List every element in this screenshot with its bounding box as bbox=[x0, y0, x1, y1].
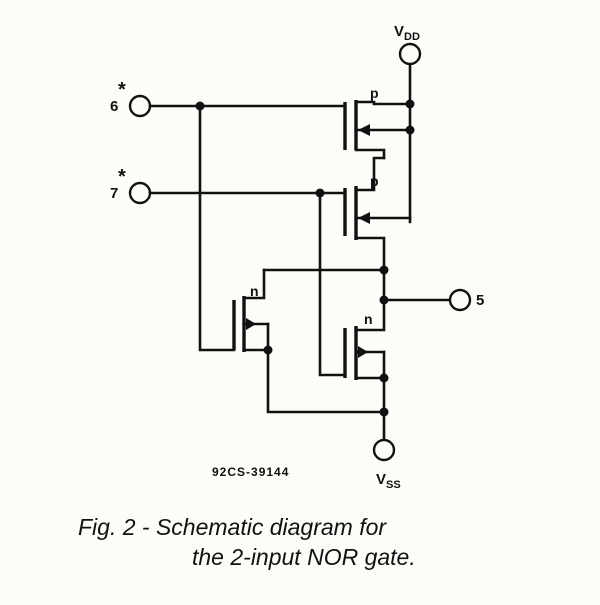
p2-source-wire bbox=[354, 156, 386, 192]
p1-drain-wire bbox=[354, 148, 386, 160]
p1-body-arrow bbox=[358, 124, 370, 136]
p1-source-wire bbox=[354, 100, 412, 106]
input-7-terminal bbox=[128, 181, 152, 205]
input-6-label: 6 bbox=[110, 98, 118, 115]
junction-dot bbox=[379, 373, 389, 383]
caption-line-2: the 2-input NOR gate. bbox=[192, 544, 416, 570]
n1-to-vss-wire bbox=[266, 348, 386, 414]
vdd-terminal bbox=[398, 42, 422, 66]
n2-drain-wire bbox=[354, 298, 386, 332]
p2-type-label: p bbox=[370, 173, 379, 189]
p2-body-arrow bbox=[358, 212, 370, 224]
p2-drain-wire bbox=[354, 236, 386, 302]
input-6-asterisk: * bbox=[118, 79, 126, 101]
n1-drain-wire bbox=[242, 268, 266, 300]
input-7-to-n2-wire bbox=[318, 191, 347, 377]
input-7-label: 7 bbox=[110, 185, 118, 202]
p1-type-label: p bbox=[370, 85, 379, 101]
drawing-code-label: 92CS-39144 bbox=[212, 465, 289, 479]
vss-terminal bbox=[372, 438, 396, 462]
n2-type-label: n bbox=[364, 311, 373, 327]
n2-body-arrow bbox=[358, 346, 368, 358]
vss-label: VSS bbox=[376, 471, 401, 491]
input-6-terminal bbox=[128, 94, 152, 118]
input-6-to-n1-wire bbox=[198, 104, 236, 352]
n1-body-arrow bbox=[246, 318, 256, 330]
input-7-asterisk: * bbox=[118, 166, 126, 188]
output-5-terminal bbox=[448, 288, 472, 312]
output-5-label: 5 bbox=[476, 292, 484, 309]
junction-dot bbox=[379, 265, 389, 275]
junction-dot bbox=[405, 99, 415, 109]
n1-type-label: n bbox=[250, 283, 259, 299]
caption-line-1: Fig. 2 - Schematic diagram for bbox=[78, 514, 387, 540]
figure-caption: Fig. 2 - Schematic diagram for the 2-inp… bbox=[78, 512, 558, 572]
junction-dot bbox=[379, 407, 389, 417]
junction-dot bbox=[405, 125, 415, 135]
vdd-label: VDD bbox=[394, 23, 420, 43]
